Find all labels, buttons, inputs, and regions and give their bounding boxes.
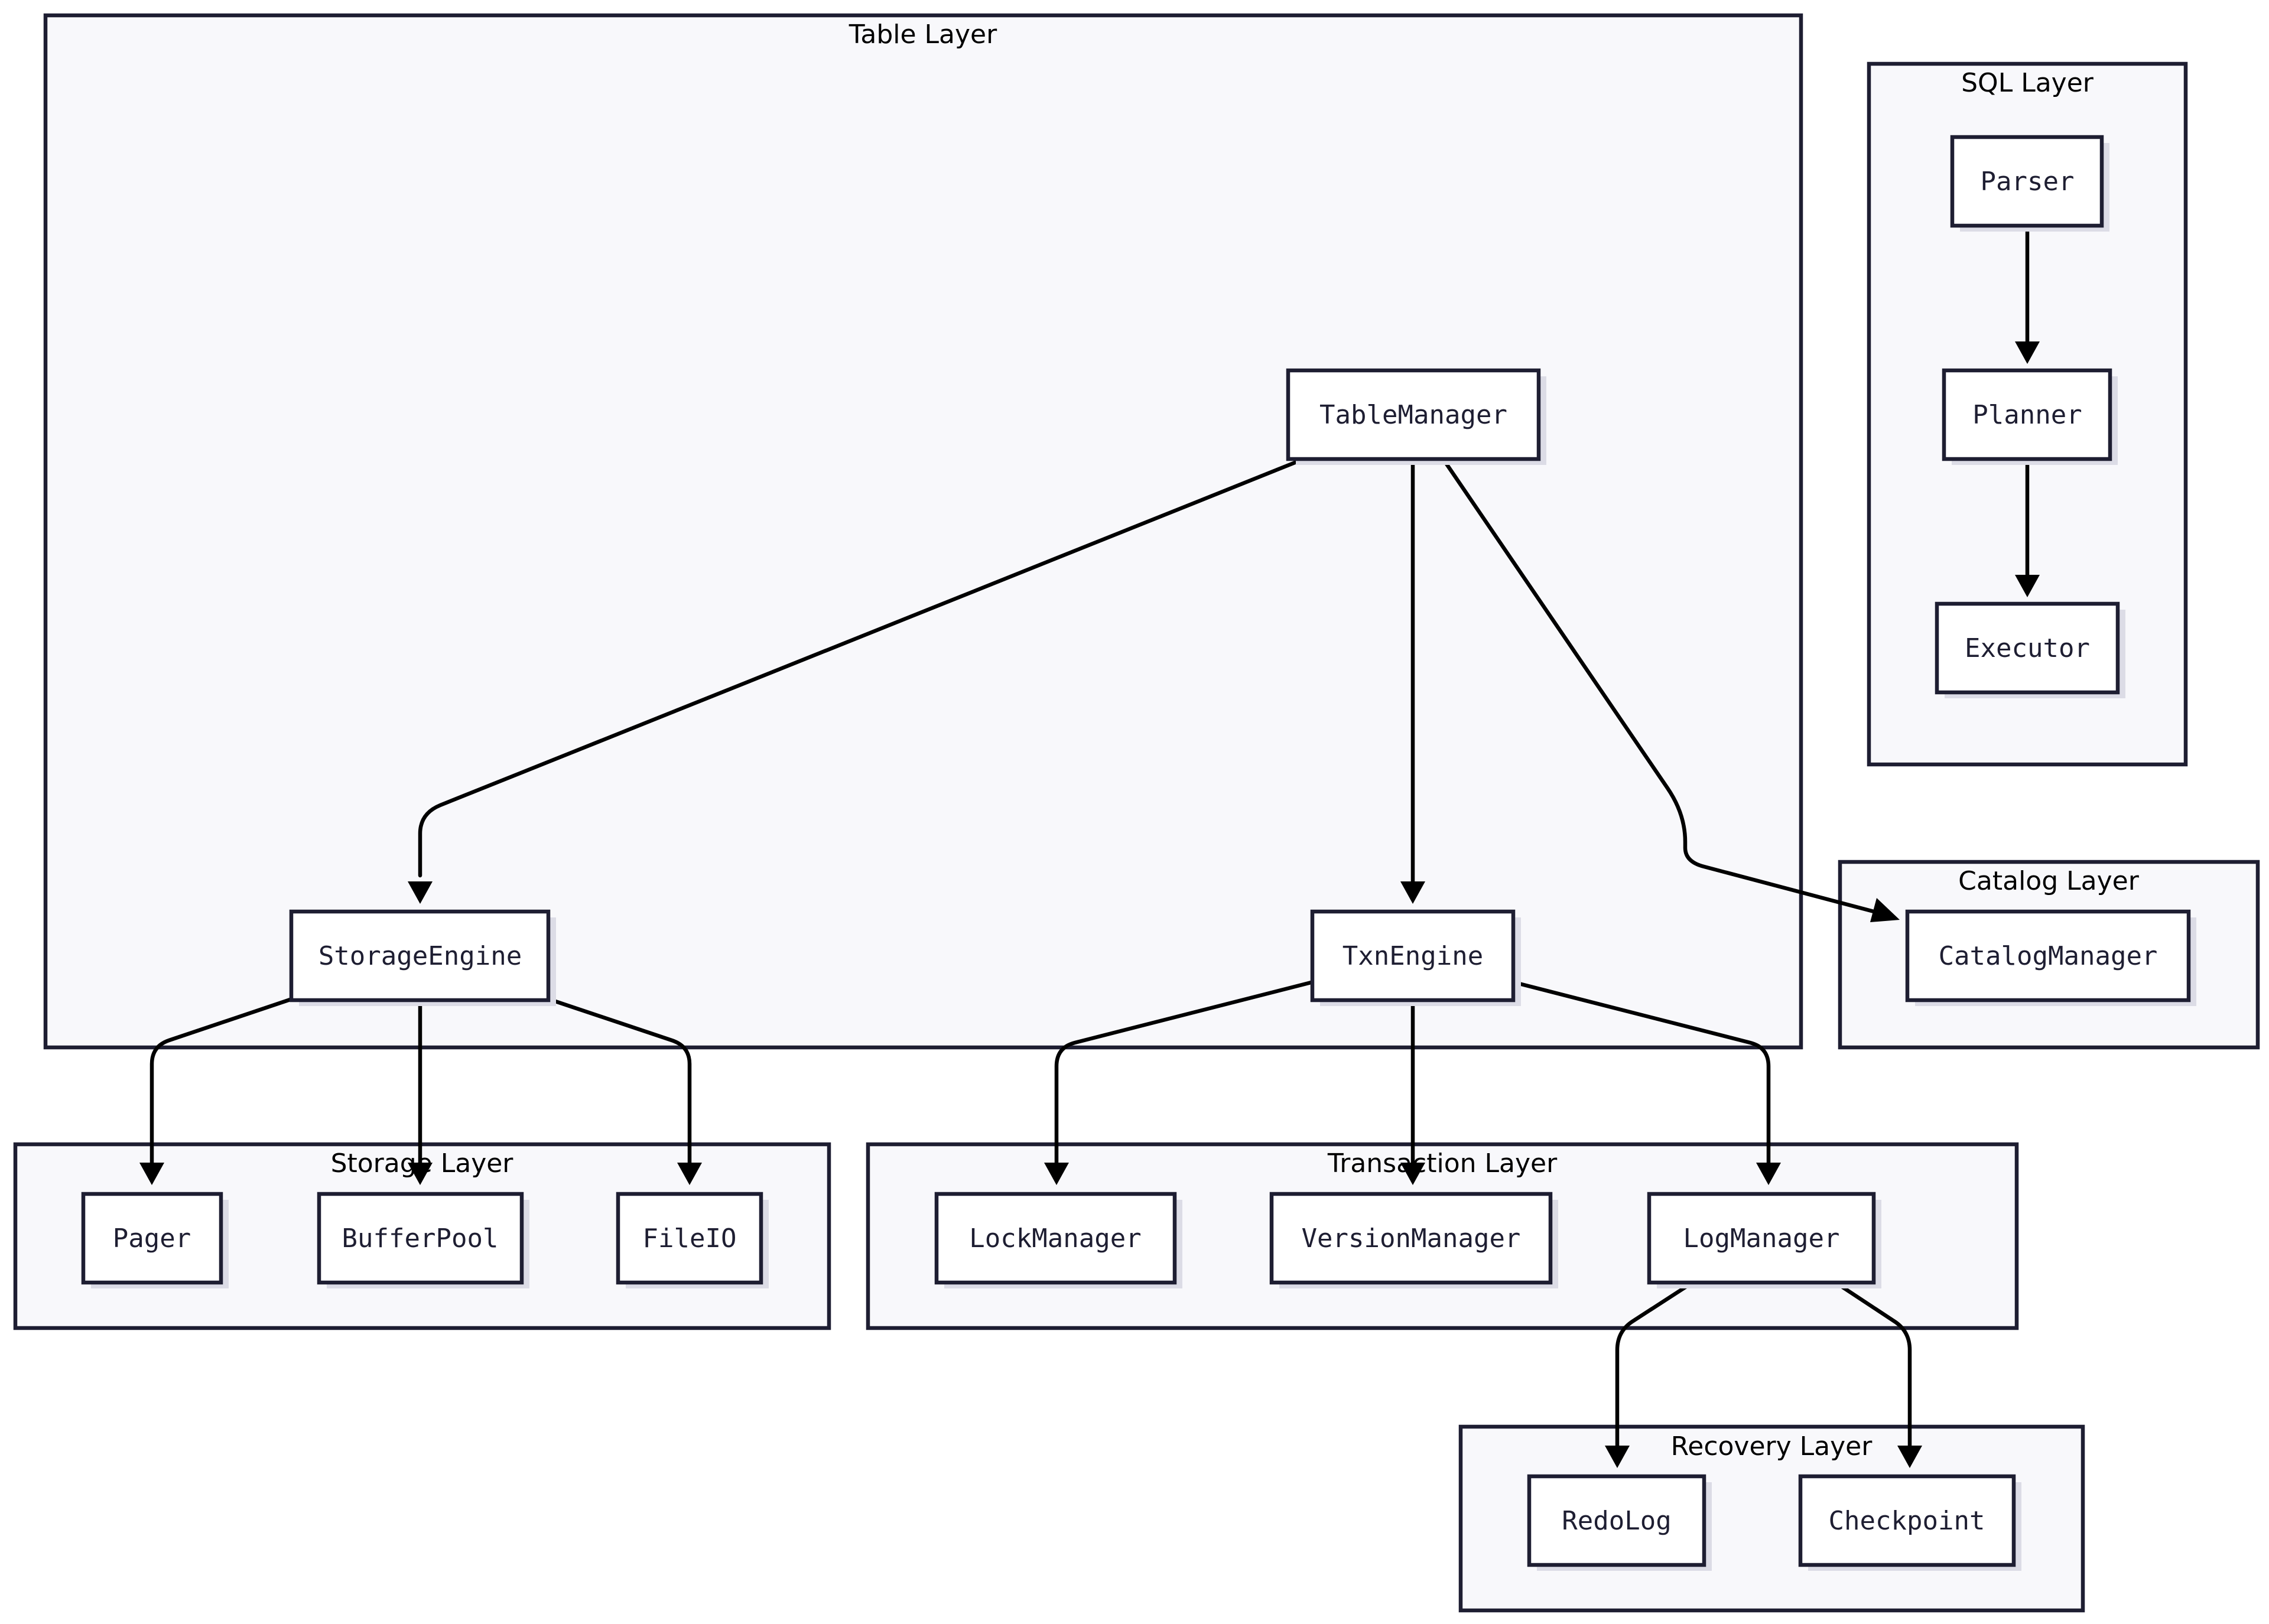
node-pager[interactable]: Pager xyxy=(81,1192,229,1288)
cluster-transaction-layer-label: Transaction Layer xyxy=(1327,1148,1558,1179)
arrowhead-lockmanager xyxy=(1044,1163,1069,1185)
node-logmanager-label: LogManager xyxy=(1683,1223,1840,1254)
node-versionmanager-label: VersionManager xyxy=(1302,1223,1521,1254)
edge-tablemanager-storageengine xyxy=(418,457,1305,878)
cluster-table-layer-label: Table Layer xyxy=(849,19,997,50)
node-txnengine-label: TxnEngine xyxy=(1342,941,1483,971)
arrowhead-redolog xyxy=(1605,1446,1630,1468)
node-logmanager[interactable]: LogManager xyxy=(1647,1192,1881,1288)
edge-tablemanager-catalogmanager xyxy=(1441,457,1878,914)
node-txnengine[interactable]: TxnEngine xyxy=(1310,909,1521,1006)
edge-storageengine-fileio xyxy=(544,996,692,1165)
arrowhead-bufferpool xyxy=(408,1163,433,1185)
node-redolog-label: RedoLog xyxy=(1562,1506,1671,1536)
cluster-catalog-layer-label: Catalog Layer xyxy=(1958,866,2140,896)
node-tablemanager[interactable]: TableManager xyxy=(1286,368,1546,465)
node-checkpoint[interactable]: Checkpoint xyxy=(1798,1474,2021,1571)
node-tablemanager-label: TableManager xyxy=(1319,400,1507,430)
edge-logmanager-checkpoint xyxy=(1831,1278,1912,1448)
node-bufferpool-label: BufferPool xyxy=(342,1223,499,1254)
node-lockmanager[interactable]: LockManager xyxy=(934,1192,1182,1288)
node-checkpoint-label: Checkpoint xyxy=(1829,1506,1985,1536)
node-executor[interactable]: Executor xyxy=(1935,601,2125,698)
node-fileio-label: FileIO xyxy=(643,1223,737,1254)
edges xyxy=(139,223,2040,1468)
node-catalogmanager[interactable]: CatalogManager xyxy=(1905,909,2196,1006)
cluster-recovery-layer-label: Recovery Layer xyxy=(1671,1431,1873,1462)
node-planner[interactable]: Planner xyxy=(1942,368,2118,465)
node-fileio[interactable]: FileIO xyxy=(616,1192,769,1288)
node-bufferpool[interactable]: BufferPool xyxy=(317,1192,529,1288)
arrowhead-executor xyxy=(2015,575,2040,597)
node-versionmanager[interactable]: VersionManager xyxy=(1269,1192,1558,1288)
node-planner-label: Planner xyxy=(1972,400,2082,430)
node-catalogmanager-label: CatalogManager xyxy=(1939,941,2158,971)
cluster-sql-layer-label: SQL Layer xyxy=(1961,68,2094,98)
node-executor-label: Executor xyxy=(1965,633,2090,663)
arrowhead-versionmanager xyxy=(1400,1163,1425,1185)
node-parser-label: Parser xyxy=(1981,167,2075,197)
node-pager-label: Pager xyxy=(113,1223,191,1254)
node-parser[interactable]: Parser xyxy=(1950,135,2109,232)
arrowhead-planner xyxy=(2015,341,2040,364)
node-lockmanager-label: LockManager xyxy=(969,1223,1141,1254)
edge-txnengine-logmanager xyxy=(1512,980,1771,1165)
arrowhead-checkpoint xyxy=(1897,1446,1922,1468)
node-storageengine[interactable]: StorageEngine xyxy=(289,909,556,1006)
edge-logmanager-redolog xyxy=(1615,1278,1698,1448)
arrowhead-logmanager xyxy=(1756,1163,1781,1185)
arrowhead-txnengine xyxy=(1400,881,1425,904)
edge-txnengine-lockmanager xyxy=(1054,980,1314,1165)
node-storageengine-label: StorageEngine xyxy=(318,941,522,971)
arrowhead-pager xyxy=(139,1163,164,1185)
cluster-table-layer: Table Layer xyxy=(43,13,1803,1050)
node-redolog[interactable]: RedoLog xyxy=(1527,1474,1712,1571)
arrowhead-storageengine xyxy=(408,881,433,904)
arrowhead-fileio xyxy=(677,1163,702,1185)
arrowhead-catalogmanager xyxy=(1870,898,1900,922)
edge-storageengine-pager xyxy=(149,996,296,1165)
